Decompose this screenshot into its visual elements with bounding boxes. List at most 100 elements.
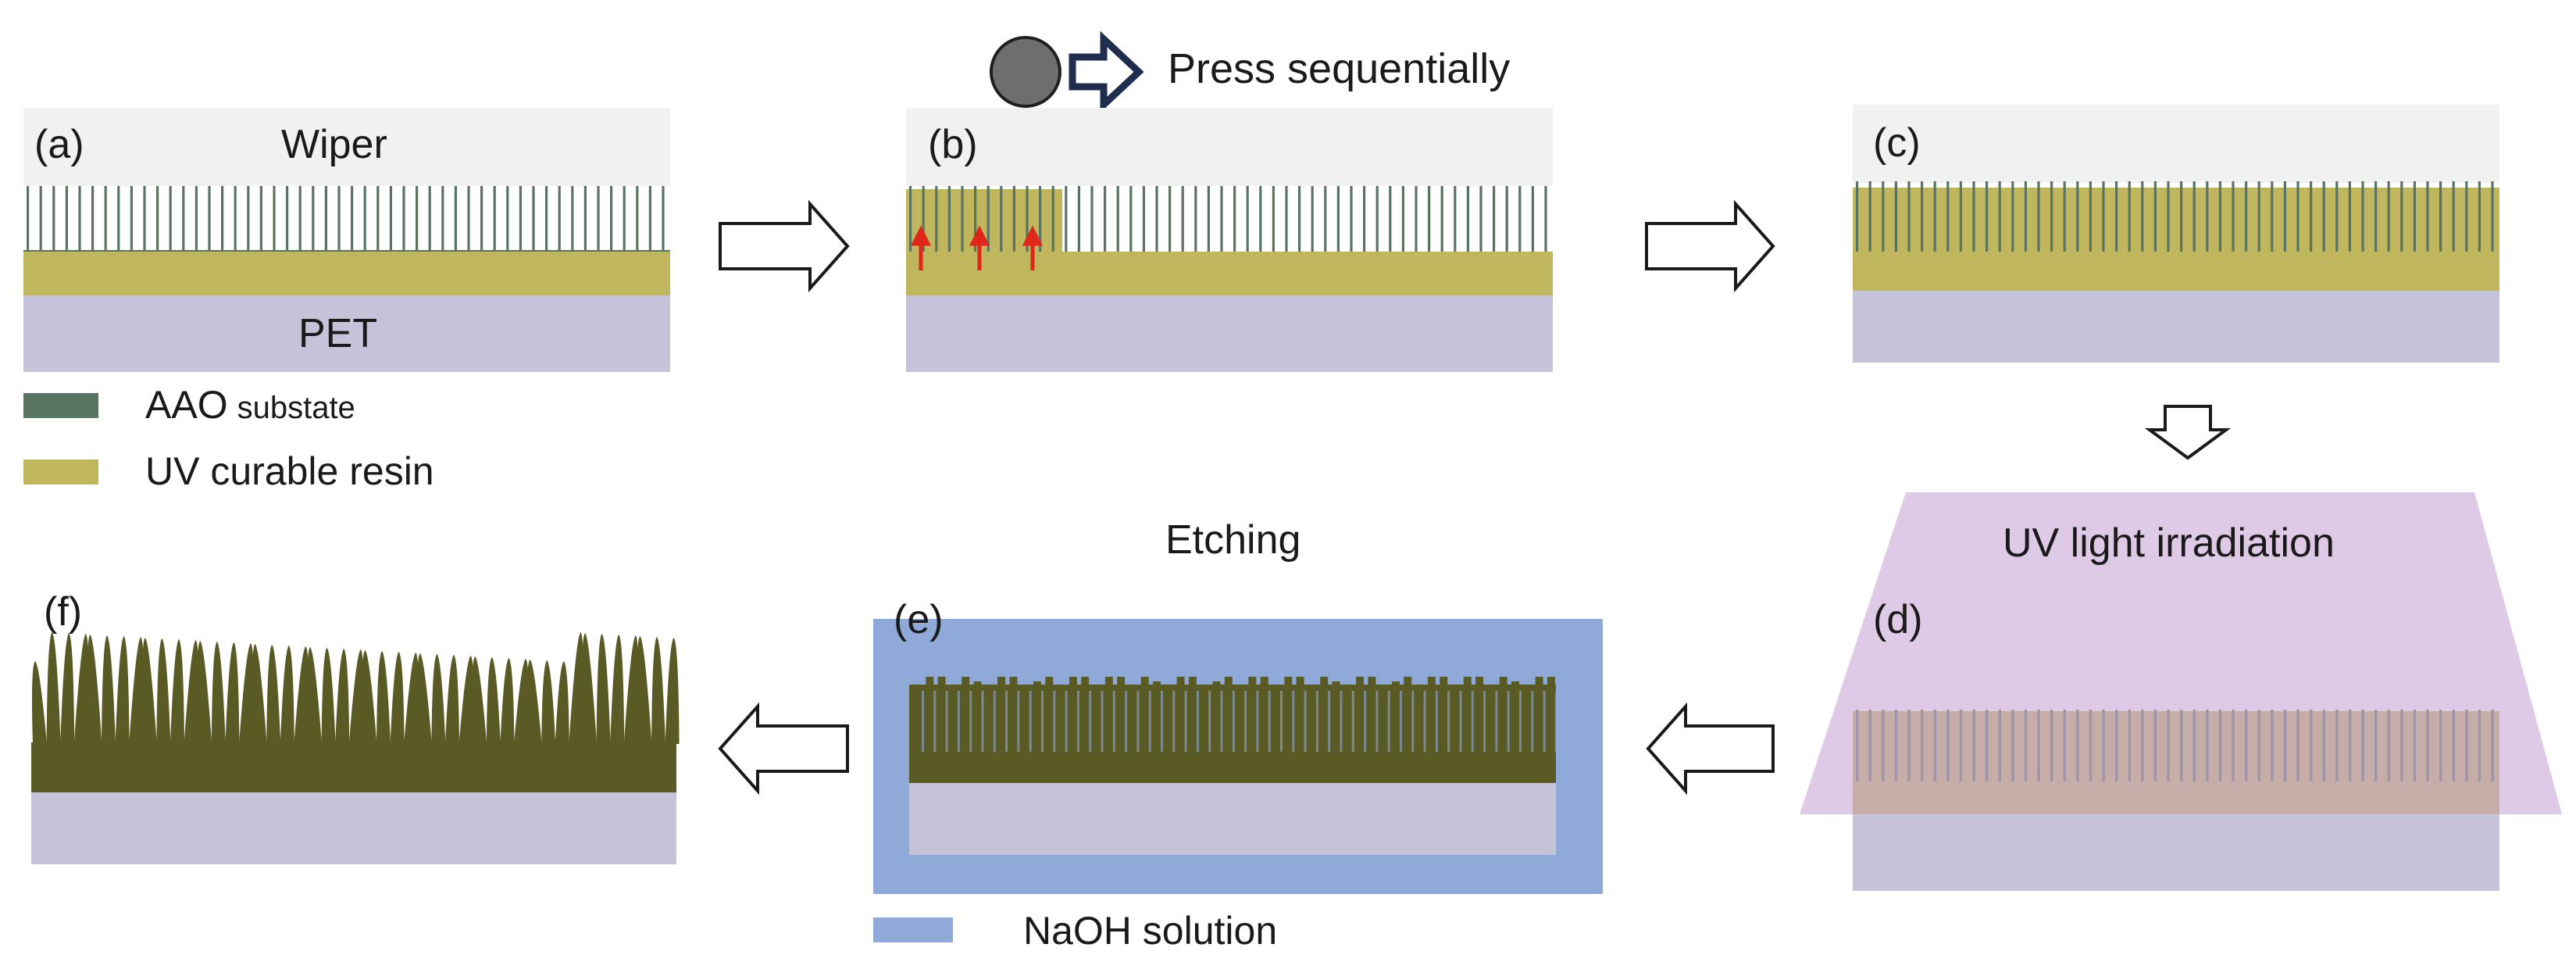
- aao-pillar: [2167, 181, 2170, 253]
- etched-pillar: [1176, 677, 1185, 692]
- nanospike: [60, 633, 75, 744]
- etched-pillar-gap: [1411, 691, 1415, 753]
- etched-pillars: [909, 677, 1557, 755]
- aao-pillar: [2115, 181, 2118, 253]
- aao-pillar: [221, 186, 224, 253]
- aao-pillar: [1090, 186, 1094, 253]
- etched-pillar-gap: [1029, 691, 1032, 753]
- aao-pillar: [416, 186, 419, 253]
- aao-pillar: [1907, 181, 1911, 253]
- aao-pillar: [39, 186, 42, 253]
- uv-light-text: UV light irradiation: [2003, 520, 2335, 566]
- aao-pillar: [402, 186, 405, 253]
- aao-pillar: [1933, 181, 1936, 253]
- nanospike: [141, 638, 157, 744]
- etched-pillar-gap: [1315, 691, 1318, 753]
- etched-pillar: [1033, 681, 1041, 697]
- etched-pillar-gap: [1196, 691, 1199, 753]
- nanospike: [170, 639, 184, 744]
- aao-pillar: [363, 186, 366, 253]
- wiper-region: [1853, 105, 2499, 183]
- aao-pillar: [2361, 181, 2364, 253]
- aao-pillar: [1012, 186, 1015, 253]
- etched-pillar: [1224, 677, 1233, 692]
- aao-pillar: [1181, 186, 1184, 253]
- aao-pillar: [1207, 186, 1210, 253]
- etching-label: Etching: [1165, 517, 1300, 563]
- aao-pillar: [1946, 181, 1950, 253]
- etched-pillar: [962, 677, 970, 692]
- nanostructure-spikes: [32, 632, 680, 744]
- red-up-arrow-icon: [910, 225, 932, 270]
- aao-pillar: [234, 186, 237, 253]
- etched-pillar: [1153, 681, 1161, 697]
- etched-pillar-gap: [933, 691, 937, 753]
- aao-pillar: [2050, 181, 2053, 253]
- aao-pillar: [1233, 186, 1236, 253]
- aao-pillar: [2400, 181, 2403, 253]
- aao-pillar: [156, 186, 159, 253]
- aao-pillar: [1259, 186, 1262, 253]
- aao-pillar: [2218, 181, 2221, 253]
- aao-pillar: [143, 186, 146, 253]
- panel-a: (a) Wiper PET: [23, 108, 670, 372]
- aao-pillar: [1142, 186, 1145, 253]
- nanospike: [376, 651, 391, 744]
- aao-pillar: [1389, 186, 1392, 253]
- etched-pillar-gap: [1423, 691, 1426, 753]
- panel-label-b: (b): [928, 122, 978, 167]
- etched-pillar-gap: [1507, 691, 1510, 753]
- etched-pillar: [1343, 685, 1352, 700]
- nanospike: [526, 660, 542, 744]
- aao-pillar: [2102, 181, 2105, 253]
- nanospike: [623, 635, 639, 744]
- aao-pillar: [1129, 186, 1133, 253]
- aao-pillar: [1894, 181, 1897, 253]
- wiper-region: [906, 108, 1553, 186]
- aao-pillar: [65, 186, 68, 253]
- etched-pillar-gap: [1125, 691, 1128, 753]
- etched-pillar: [1427, 677, 1436, 692]
- press-sequentially-text: Press sequentially: [1168, 45, 1510, 92]
- aao-pillar: [130, 186, 133, 253]
- red-up-arrow-icon: [1022, 225, 1044, 270]
- etched-pillar: [1021, 685, 1029, 700]
- etched-pillar: [985, 685, 994, 700]
- panel-c: (c): [1853, 105, 2499, 363]
- arrow-d-to-e-icon: [1646, 702, 1775, 796]
- etched-pillar-gap: [1136, 691, 1140, 753]
- aao-pillar: [2322, 181, 2325, 253]
- etched-pillar: [1212, 681, 1221, 697]
- etched-pillar: [1165, 685, 1173, 700]
- etched-pillar-gap: [1554, 691, 1557, 753]
- etched-pillar: [1201, 685, 1209, 700]
- etched-pillar: [1511, 681, 1519, 697]
- etched-pillar: [1272, 685, 1280, 700]
- aao-pillars: [1856, 181, 2494, 253]
- etched-pillar: [1308, 685, 1316, 700]
- etched-pillar-gap: [1340, 691, 1343, 753]
- aao-pillar: [104, 186, 107, 253]
- aao-pillar: [623, 186, 626, 253]
- aao-pillar: [1350, 186, 1353, 253]
- aao-pillar: [974, 186, 977, 253]
- aao-pillar: [2192, 181, 2196, 253]
- etched-pillar-gap: [1447, 691, 1450, 753]
- nanospike: [156, 638, 171, 744]
- wiper-region: [23, 108, 670, 186]
- aao-pillar: [27, 186, 30, 253]
- etched-pillar-gap: [1471, 691, 1474, 753]
- etched-pillar: [1440, 677, 1448, 692]
- etched-pillar: [1487, 685, 1496, 700]
- aao-pillar: [247, 186, 250, 253]
- resin-layer: [906, 252, 1553, 295]
- etched-pillar: [1009, 677, 1018, 692]
- pet-layer: [31, 792, 676, 864]
- aao-pillar: [1531, 186, 1534, 253]
- nanospike: [486, 657, 501, 744]
- nanospike: [582, 633, 597, 744]
- etched-pillar: [1045, 677, 1054, 692]
- aao-pillar: [2283, 181, 2286, 253]
- etched-resin-base: [31, 742, 676, 792]
